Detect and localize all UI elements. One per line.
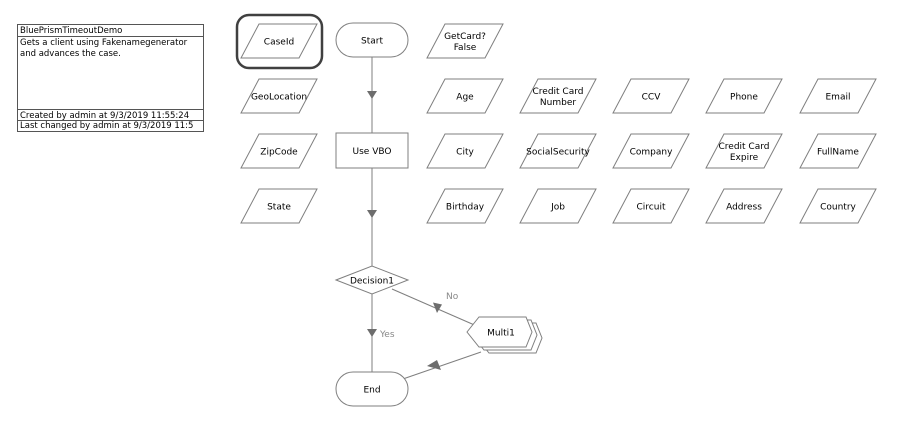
data-item-socialsecurity[interactable]: SocialSecurity: [519, 133, 597, 169]
info-divider-changed: [18, 120, 203, 121]
data-item-fullname[interactable]: FullName: [799, 133, 877, 169]
end-stage[interactable]: End: [335, 371, 409, 407]
data-item-label: Birthday: [446, 203, 485, 213]
data-item-circuit[interactable]: Circuit: [612, 188, 690, 224]
no-link-label: No: [446, 292, 459, 302]
process-description-line-2: and advances the case.: [20, 49, 121, 59]
info-divider-top: [18, 36, 203, 37]
use-vbo-action[interactable]: Use VBO: [335, 132, 409, 169]
data-item-label: CCV: [642, 93, 662, 103]
process-info-box[interactable]: BluePrismTimeoutDemo Gets a client using…: [17, 24, 204, 132]
start-label: Start: [361, 37, 383, 47]
data-item-label: City: [456, 148, 474, 158]
data-item-job[interactable]: Job: [519, 188, 597, 224]
data-item-zipcode[interactable]: ZipCode: [240, 133, 318, 169]
arrow-vbo-decision: [367, 210, 377, 218]
data-item-label: State: [267, 203, 291, 213]
multi-calc-label: Multi1: [487, 329, 515, 339]
created-info: Created by admin at 9/3/2019 11:55:24: [20, 111, 190, 121]
process-description-line-1: Gets a client using Fakenamegenerator: [20, 38, 188, 48]
multi-calc-stage[interactable]: Multi1: [466, 316, 543, 354]
data-item-label: Company: [630, 148, 673, 158]
arrow-multi-end: [427, 360, 441, 370]
use-vbo-label: Use VBO: [353, 147, 392, 157]
data-item-address[interactable]: Address: [705, 188, 783, 224]
decision-stage[interactable]: Decision1: [334, 265, 410, 295]
end-label: End: [363, 386, 380, 396]
start-stage[interactable]: Start: [335, 22, 409, 58]
data-item-age[interactable]: Age: [426, 78, 504, 114]
data-item-label: Age: [456, 93, 474, 103]
arrow-decision-end: [367, 329, 377, 337]
data-item-label: Email: [826, 93, 851, 103]
data-item-city[interactable]: City: [426, 133, 504, 169]
decision-label: Decision1: [350, 277, 394, 287]
data-item-label: CaseId: [264, 38, 294, 48]
arrow-start-vbo: [367, 91, 377, 99]
selection-highlight: [235, 13, 324, 70]
data-item-company[interactable]: Company: [612, 133, 690, 169]
data-item-caseid[interactable]: CaseId: [240, 23, 318, 59]
arrow-decision-multi: [433, 302, 442, 313]
data-item-phone[interactable]: Phone: [705, 78, 783, 114]
data-item-geolocation[interactable]: GeoLocation: [240, 78, 318, 114]
data-item-ccv[interactable]: CCV: [612, 78, 690, 114]
data-item-label: Address: [726, 203, 762, 213]
changed-info: Last changed by admin at 9/3/2019 11:5: [20, 121, 194, 131]
data-item-country[interactable]: Country: [799, 188, 877, 224]
data-item-label: Phone: [730, 93, 758, 103]
link-multi-end: [399, 351, 482, 381]
flow-arrows: [367, 91, 442, 370]
data-item-label: Job: [550, 203, 565, 213]
info-divider-created: [18, 109, 203, 110]
data-item-label: Country: [820, 203, 856, 213]
data-item-label: GeoLocation: [251, 93, 307, 103]
data-item-getcard-false[interactable]: GetCard?False: [426, 23, 504, 59]
process-name: BluePrismTimeoutDemo: [20, 26, 123, 36]
data-item-state[interactable]: State: [240, 188, 318, 224]
data-item-label: ZipCode: [260, 148, 298, 158]
data-item-label: SocialSecurity: [526, 148, 590, 158]
data-item-label: GetCard?False: [444, 32, 486, 53]
data-item-email[interactable]: Email: [799, 78, 877, 114]
data-item-label: FullName: [817, 148, 859, 158]
data-item-birthday[interactable]: Birthday: [426, 188, 504, 224]
yes-link-label: Yes: [379, 330, 395, 340]
data-item-label: Circuit: [637, 203, 666, 213]
